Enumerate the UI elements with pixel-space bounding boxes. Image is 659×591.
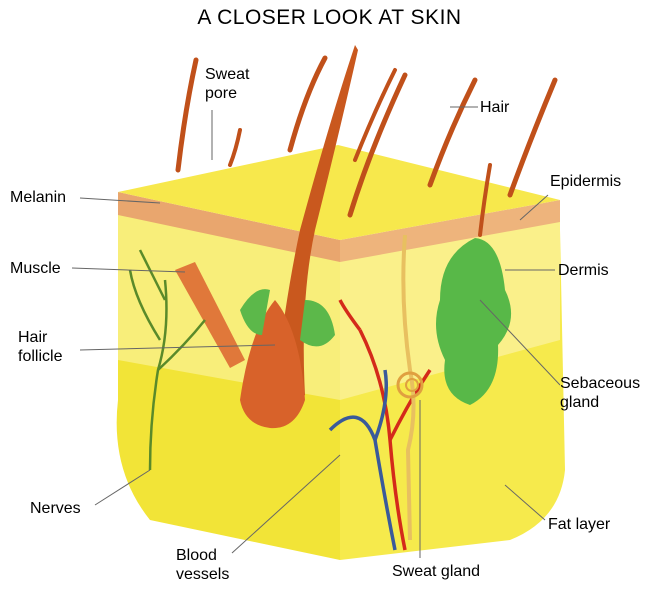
label-fat-layer: Fat layer [548,515,610,534]
hair-strand [290,58,325,150]
hair-strand [178,60,196,170]
label-muscle: Muscle [10,259,61,278]
label-hair-follicle: Hair follicle [18,328,62,366]
hair-strand [430,80,475,185]
label-hair: Hair [480,98,509,117]
label-sweat-gland: Sweat gland [392,562,480,581]
label-epidermis: Epidermis [550,172,621,191]
label-nerves: Nerves [30,499,81,518]
hair-strand [230,130,240,165]
label-sebaceous-gland: Sebaceous gland [560,374,640,412]
label-sweat-pore: Sweat pore [205,65,249,103]
hair-strand [510,80,555,195]
label-blood-vessels: Blood vessels [176,546,229,584]
label-dermis: Dermis [558,261,609,280]
label-melanin: Melanin [10,188,66,207]
